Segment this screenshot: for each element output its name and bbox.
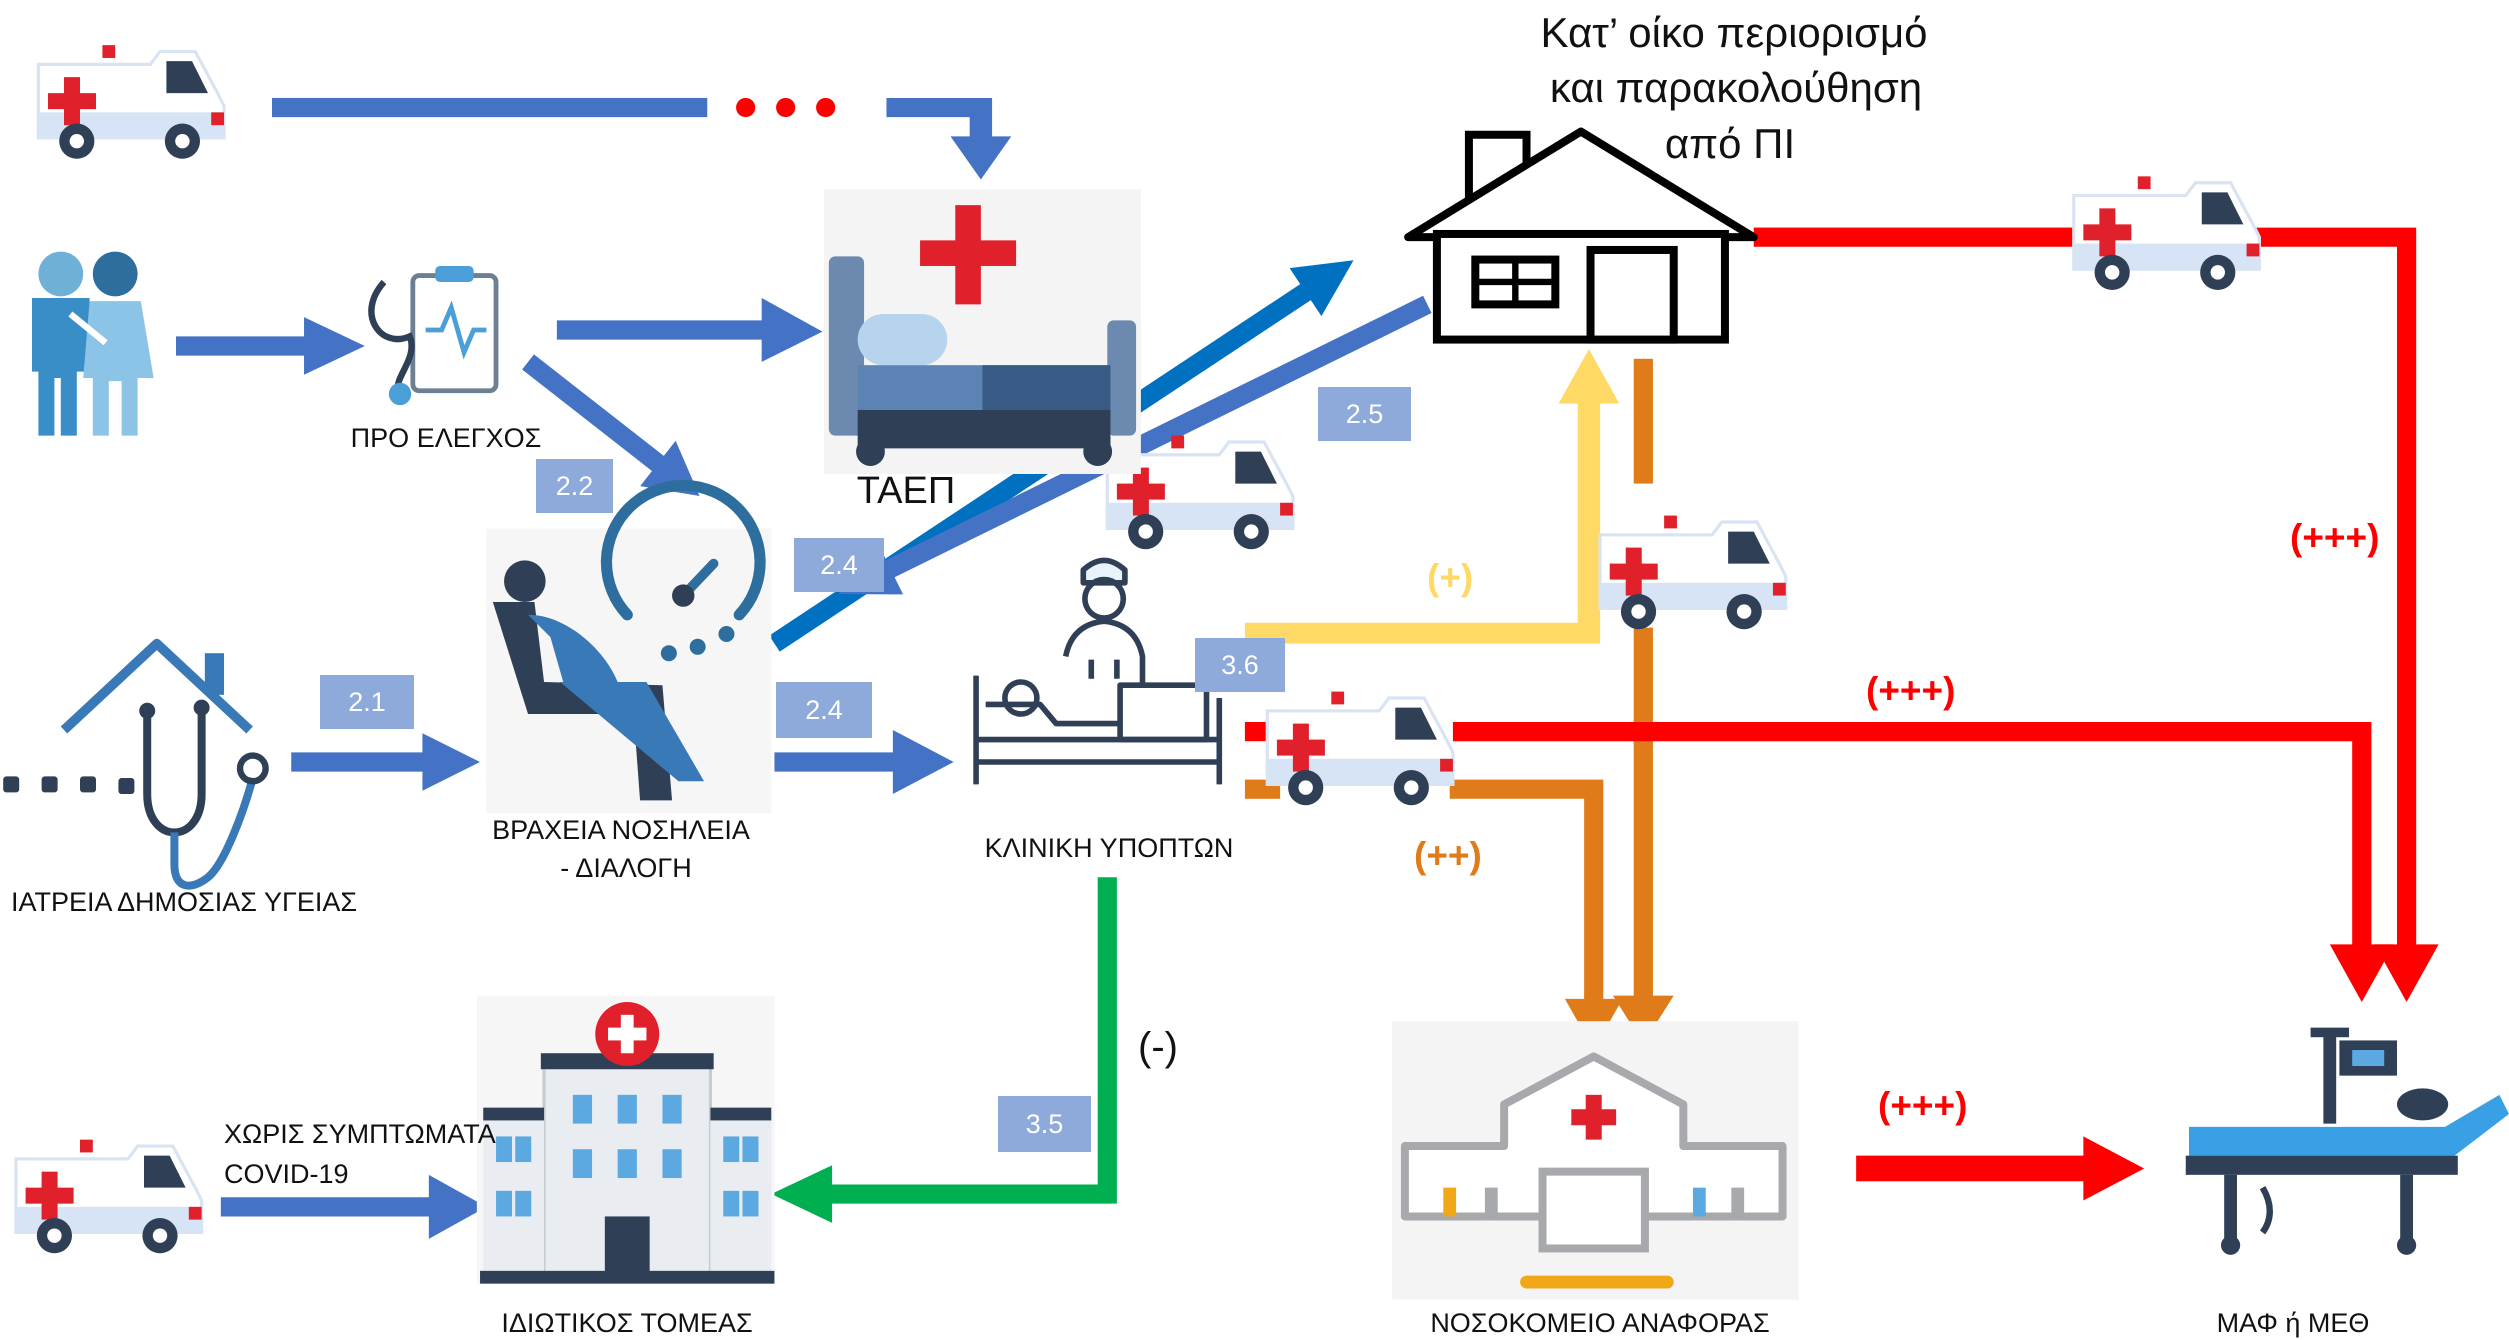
taep-label: ΤΑΕΠ [856, 470, 956, 512]
doctor-patient-icon [973, 557, 1223, 785]
arrow-short-stay-to-clinic [774, 730, 954, 795]
patients-icon [32, 251, 154, 436]
arrow-public-health-to-short-stay [291, 733, 481, 791]
severity-plus3-hospital-label: (+++) [1878, 1085, 1968, 1126]
pre-check-label: ΠΡΟ ΕΛΕΓΧΟΣ [350, 423, 542, 453]
arrow-clinic-to-private [771, 877, 1117, 1223]
badge-2-4-upper: 2.4 [794, 538, 884, 592]
house-icon [1404, 127, 1758, 344]
private-hospital-icon [476, 995, 775, 1284]
severity-minus-label: (-) [1138, 1025, 1178, 1069]
severity-plus3-home-label: (+++) [2290, 517, 2380, 558]
badge-2-4-lower: 2.4 [776, 682, 872, 738]
severity-plus-label: (+) [1427, 557, 1474, 598]
arrow-home-to-icu [1753, 227, 2439, 1003]
short-stay-label-line1: ΒΡΑΧΕΙΑ ΝΟΣΗΛΕΙΑ [492, 815, 750, 845]
armchair-gauge-icon [486, 479, 772, 814]
severity-plus3-clinic-label: (+++) [1866, 670, 1956, 711]
no-symptoms-label-line1: ΧΩΡΙΣ ΣΥΜΠΤΩΜΑΤΑ [224, 1119, 496, 1149]
ambulance-icon [1265, 690, 1455, 807]
arrow-clinic-to-home [1244, 349, 1620, 644]
home-title-line1: Κατ’ οίκο περιορισμό [1540, 9, 1928, 56]
ambulance-icon [14, 1138, 204, 1255]
arrow-precheck-to-short-stay [522, 354, 700, 496]
badge-2-5: 2.5 [1318, 387, 1411, 441]
reference-hospital-label: ΝΟΣΟΚΟΜΕΙΟ ΑΝΑΦΟΡΑΣ [1430, 1308, 1770, 1338]
icu-label: ΜΑΦ ή ΜΕΘ [2216, 1308, 2370, 1338]
severity-plusplus-label: (++) [1414, 835, 1482, 876]
suspects-clinic-label: ΚΛΙΝΙΚΗ ΥΠΟΠΤΩΝ [984, 833, 1234, 863]
reference-hospital-icon [1392, 1021, 1799, 1300]
arrow-clinic-to-hospital [1244, 779, 1623, 1051]
icu-bed-icon [2185, 1027, 2509, 1255]
ambulance-icon [1598, 513, 1788, 631]
home-title-line3: από ΠΙ [1664, 120, 1796, 167]
home-stethoscope-icon [3, 638, 269, 890]
arrow-home-to-hospital [1612, 358, 1674, 1044]
arrow-precheck-to-taep [556, 297, 823, 362]
arrow-ambulance-to-taep [272, 97, 1012, 180]
clipboard-stethoscope-icon [368, 265, 499, 406]
badge-3-6: 3.6 [1195, 638, 1285, 692]
short-stay-label-line2: - ΔΙΑΛΟΓΗ [560, 853, 692, 883]
arrow-patients-to-precheck [176, 317, 365, 375]
arrow-nosymptom-to-private [220, 1174, 487, 1239]
private-sector-label: ΙΔΙΩΤΙΚΟΣ ΤΟΜΕΑΣ [501, 1308, 753, 1338]
no-symptoms-label-line2: COVID-19 [224, 1159, 349, 1189]
ambulance-icon [2072, 174, 2261, 292]
ambulance-icon [36, 43, 226, 161]
public-health-label: ΙΑΤΡΕΙΑ ΔΗΜΟΣΙΑΣ ΥΓΕΙΑΣ [10, 887, 358, 917]
badge-2-2: 2.2 [536, 459, 613, 513]
hospital-bed-icon [824, 189, 1141, 474]
badge-3-5: 3.5 [998, 1096, 1091, 1152]
arrow-hospital-to-icu [1856, 1136, 2145, 1201]
home-title-line2: και παρακολούθηση [1549, 64, 1923, 111]
badge-2-1: 2.1 [320, 675, 414, 729]
